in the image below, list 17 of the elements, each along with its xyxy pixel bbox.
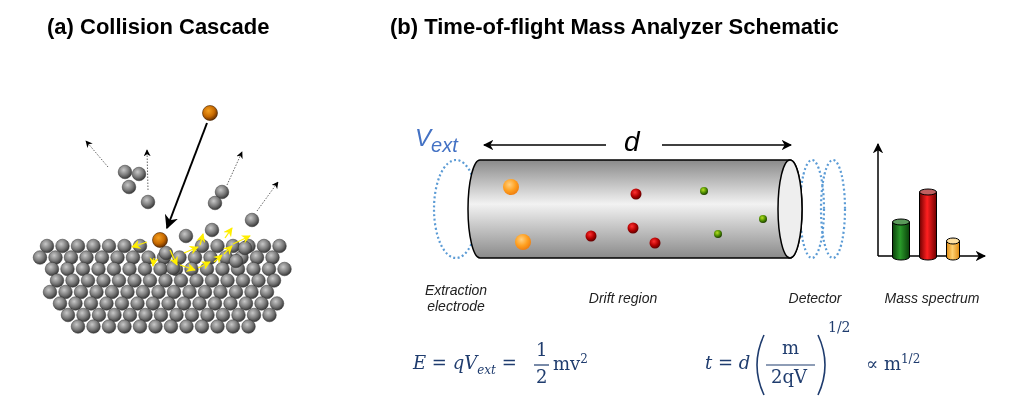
equation-term: 2qV bbox=[771, 367, 807, 388]
equation-term: mv$^{2}$ bbox=[553, 353, 588, 375]
region-label: Drift region bbox=[587, 290, 659, 307]
equation-term: m bbox=[782, 338, 800, 359]
equation: t = d bbox=[705, 353, 751, 374]
equation: E = qV$_{ext}$ = bbox=[413, 353, 517, 378]
panel-title: (a) Collision Cascade bbox=[47, 14, 270, 40]
equation-term: 2 bbox=[536, 367, 548, 388]
region-label: Mass spectrum bbox=[883, 290, 981, 307]
region-label: Extraction electrode bbox=[423, 282, 489, 315]
distance-label: d bbox=[624, 126, 640, 159]
voltage-label: V$_{ext}$ bbox=[415, 124, 458, 157]
equation: ∝ m$^{1/2}$ bbox=[866, 353, 921, 375]
region-label: Detector bbox=[787, 290, 843, 307]
panel-title: (b) Time-of-flight Mass Analyzer Schematic bbox=[390, 14, 839, 40]
equation-term: 1 bbox=[536, 340, 548, 361]
exponent: 1/2 bbox=[828, 319, 851, 336]
